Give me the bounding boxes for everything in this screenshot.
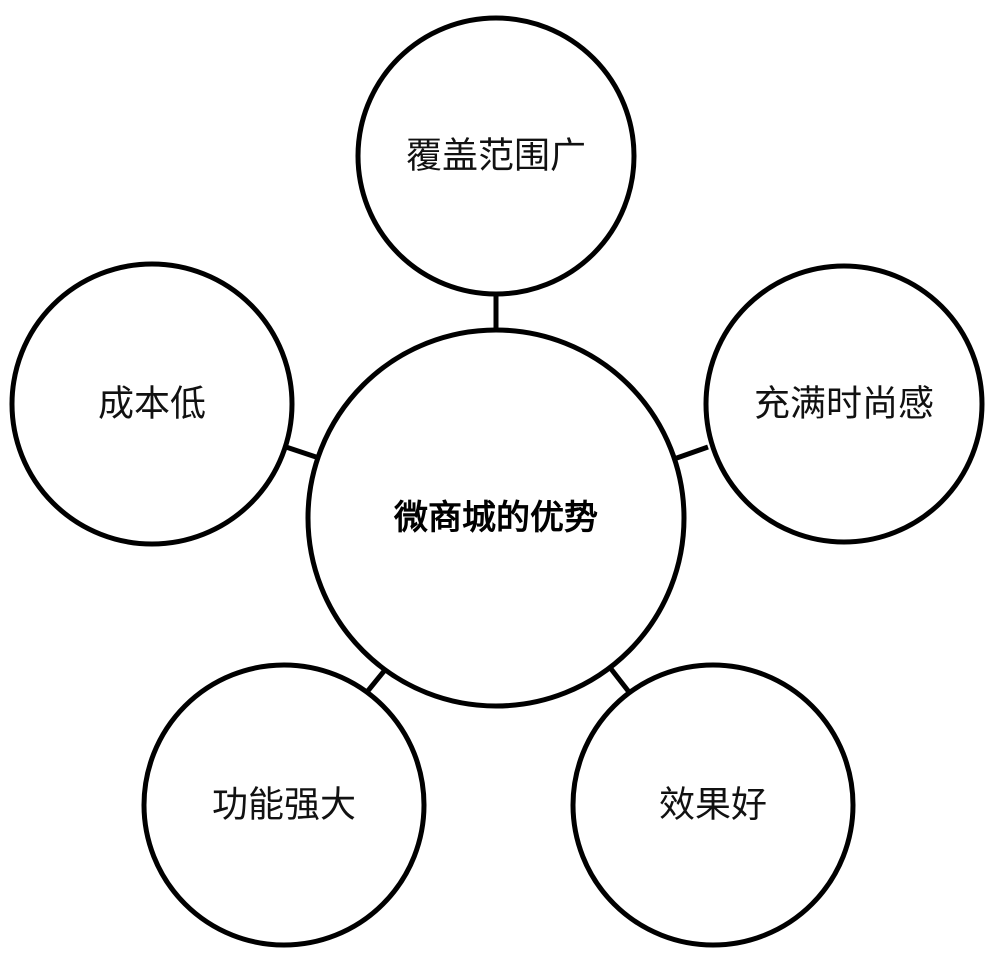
node-label-bottom-left: 功能强大 bbox=[212, 785, 356, 826]
center-node: 微商城的优势 bbox=[305, 327, 687, 709]
node-circle-left bbox=[9, 261, 295, 547]
node-left: 成本低 bbox=[9, 261, 295, 547]
node-label-right: 充满时尚感 bbox=[754, 384, 934, 425]
center-circle bbox=[305, 327, 687, 709]
connector-bottom-right bbox=[606, 663, 631, 694]
node-label-left: 成本低 bbox=[98, 384, 206, 425]
node-label-bottom-right: 效果好 bbox=[659, 785, 767, 826]
center-label: 微商城的优势 bbox=[393, 498, 598, 538]
node-circle-bottom-right bbox=[570, 662, 856, 948]
node-circle-top bbox=[355, 15, 637, 297]
node-label-top: 覆盖范围广 bbox=[406, 136, 586, 177]
node-circle-right bbox=[703, 263, 985, 545]
connector-right bbox=[673, 444, 709, 462]
node-top: 覆盖范围广 bbox=[355, 15, 637, 297]
node-bottom-right: 效果好 bbox=[570, 662, 856, 948]
node-bottom-left: 功能强大 bbox=[141, 662, 427, 948]
node-circle-bottom-left bbox=[141, 662, 427, 948]
node-right: 充满时尚感 bbox=[703, 263, 985, 545]
